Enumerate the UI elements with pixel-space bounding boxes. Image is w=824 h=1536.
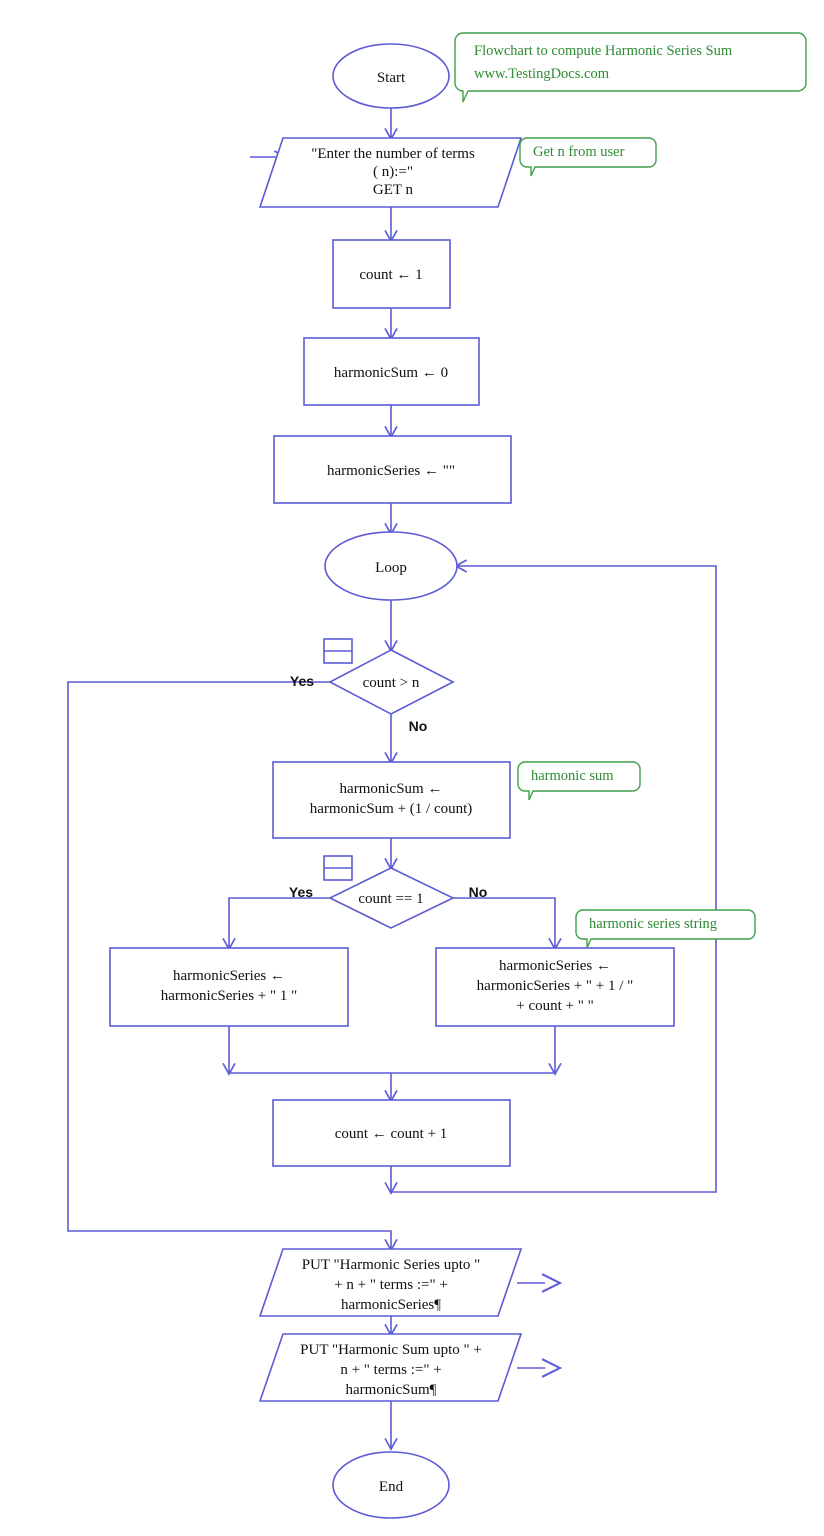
label-decision2: count == 1 bbox=[358, 891, 423, 907]
label-decision1-yes: Yes bbox=[290, 673, 314, 689]
label-series-next-line3: + count + " " bbox=[516, 998, 594, 1014]
label-put-series-line3: harmonicSeries¶ bbox=[341, 1297, 441, 1313]
node-put-sum[interactable] bbox=[258, 1333, 523, 1402]
label-put-sum-line3: harmonicSum¶ bbox=[346, 1382, 437, 1398]
note-harmonic-series-string bbox=[575, 909, 756, 949]
label-put-sum-line2: n + " terms :=" + bbox=[340, 1362, 441, 1378]
label-accumulate-line1: harmonicSum ← bbox=[340, 781, 443, 797]
node-end[interactable] bbox=[332, 1451, 450, 1519]
conn-decision1-yes-to-output bbox=[67, 681, 398, 1252]
label-series-next-line1: harmonicSeries ← bbox=[499, 958, 611, 974]
node-start[interactable] bbox=[332, 43, 450, 109]
label-put-sum-line1: PUT "Harmonic Sum upto " + bbox=[300, 1342, 482, 1358]
label-start: Start bbox=[377, 70, 406, 86]
label-init-series: harmonicSeries ← "" bbox=[327, 463, 455, 479]
note-title-line1: Flowchart to compute Harmonic Series Sum bbox=[474, 43, 733, 59]
label-put-series-line2: + n + " terms :=" + bbox=[334, 1277, 448, 1293]
label-increment: count ← count + 1 bbox=[335, 1126, 448, 1142]
decision-marker-icon-1 bbox=[323, 638, 353, 664]
node-loop[interactable] bbox=[324, 531, 458, 601]
node-increment[interactable] bbox=[272, 1099, 511, 1167]
label-input-line2: ( n):=" bbox=[373, 164, 413, 180]
note-get-n bbox=[519, 137, 657, 177]
label-put-series-line1: PUT "Harmonic Series upto " bbox=[302, 1257, 481, 1273]
label-decision1: count > n bbox=[363, 675, 420, 691]
node-put-series[interactable] bbox=[258, 1248, 523, 1317]
node-decision-count-eq-1[interactable] bbox=[328, 867, 455, 929]
label-series-first-line2: harmonicSeries + " 1 " bbox=[161, 988, 298, 1004]
label-input-line3: GET n bbox=[373, 182, 414, 198]
node-series-first[interactable] bbox=[109, 947, 349, 1027]
label-series-next-line2: harmonicSeries + " + 1 / " bbox=[477, 978, 634, 994]
conn-loopback-to-loop bbox=[391, 559, 717, 1193]
label-input-line1: "Enter the number of terms bbox=[311, 146, 475, 162]
node-input-n[interactable] bbox=[258, 137, 523, 208]
node-decision-count-gt-n[interactable] bbox=[328, 649, 455, 715]
label-loop: Loop bbox=[375, 560, 407, 576]
label-accumulate-line2: harmonicSum + (1 / count) bbox=[310, 801, 473, 817]
label-decision2-yes: Yes bbox=[289, 884, 313, 900]
label-init-sum: harmonicSum ← 0 bbox=[334, 365, 448, 381]
note-harmonic-series-string-text: harmonic series string bbox=[589, 916, 717, 932]
node-init-series[interactable] bbox=[273, 435, 512, 504]
label-end: End bbox=[379, 1479, 404, 1495]
node-series-next[interactable] bbox=[435, 947, 675, 1027]
label-decision1-no: No bbox=[409, 718, 428, 734]
note-get-n-text: Get n from user bbox=[533, 144, 625, 160]
label-decision2-no: No bbox=[469, 884, 488, 900]
label-series-first-line1: harmonicSeries ← bbox=[173, 968, 285, 984]
note-title-line2: www.TestingDocs.com bbox=[474, 66, 610, 82]
node-init-sum[interactable] bbox=[303, 337, 480, 406]
conn-decision2-yes-to-seriesfirst bbox=[222, 897, 330, 951]
note-title bbox=[454, 32, 807, 103]
node-accumulate-sum[interactable] bbox=[272, 761, 511, 839]
note-harmonic-sum-text: harmonic sum bbox=[531, 768, 614, 784]
node-init-count[interactable] bbox=[332, 239, 451, 309]
decision-marker-icon-2 bbox=[323, 855, 353, 881]
connector-layer bbox=[67, 104, 717, 1451]
conn-decision2-no-to-seriesnext bbox=[453, 897, 562, 951]
label-init-count: count ← 1 bbox=[359, 267, 422, 283]
note-harmonic-sum bbox=[517, 761, 641, 801]
